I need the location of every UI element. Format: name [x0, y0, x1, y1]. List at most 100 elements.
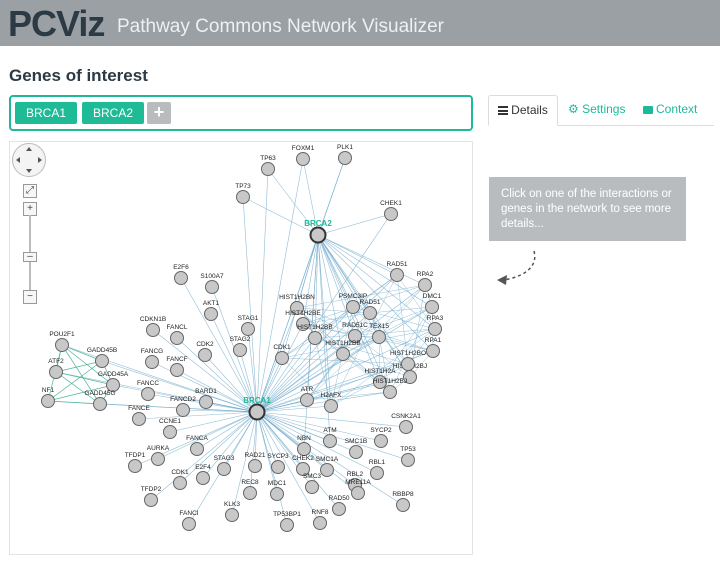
- gene-node[interactable]: [217, 462, 231, 476]
- interaction-edge[interactable]: [317, 234, 434, 352]
- interaction-edge[interactable]: [396, 274, 436, 330]
- interaction-edge[interactable]: [378, 336, 381, 383]
- gene-node[interactable]: [372, 330, 386, 344]
- interaction-edge[interactable]: [256, 411, 382, 442]
- interaction-edge[interactable]: [281, 357, 409, 365]
- interaction-edge[interactable]: [55, 360, 103, 373]
- interaction-edge[interactable]: [281, 234, 319, 359]
- interaction-edge[interactable]: [256, 391, 391, 413]
- gene-node[interactable]: [173, 476, 187, 490]
- interaction-edge[interactable]: [179, 411, 258, 484]
- tab-context[interactable]: Context: [643, 95, 713, 124]
- gene-node[interactable]: [396, 498, 410, 512]
- gene-node[interactable]: [349, 445, 363, 459]
- interaction-edge[interactable]: [256, 353, 344, 413]
- gene-node[interactable]: [145, 355, 159, 369]
- gene-node[interactable]: [363, 306, 377, 320]
- interaction-edge[interactable]: [317, 234, 411, 378]
- gene-node[interactable]: [401, 357, 415, 371]
- interaction-edge[interactable]: [169, 411, 258, 433]
- gene-node[interactable]: [196, 471, 210, 485]
- gene-tag-brca2[interactable]: BRCA2: [82, 102, 144, 124]
- interaction-edge[interactable]: [47, 384, 114, 402]
- interaction-edge[interactable]: [296, 307, 356, 337]
- gene-node[interactable]: [309, 226, 327, 244]
- gene-node[interactable]: [308, 331, 322, 345]
- interaction-edge[interactable]: [176, 369, 258, 413]
- gene-node[interactable]: [141, 387, 155, 401]
- interaction-edge[interactable]: [249, 411, 258, 494]
- interaction-edge[interactable]: [389, 306, 433, 393]
- interaction-edge[interactable]: [55, 371, 114, 386]
- interaction-edge[interactable]: [256, 411, 357, 453]
- gene-node[interactable]: [248, 459, 262, 473]
- gene-node[interactable]: [233, 343, 247, 357]
- interaction-edge[interactable]: [296, 307, 434, 352]
- gene-node[interactable]: [128, 459, 142, 473]
- interaction-edge[interactable]: [55, 371, 101, 405]
- gene-node[interactable]: [320, 463, 334, 477]
- interaction-edge[interactable]: [317, 213, 392, 236]
- interaction-edge[interactable]: [317, 234, 426, 286]
- gene-node[interactable]: [93, 397, 107, 411]
- gene-node[interactable]: [174, 271, 188, 285]
- gene-node[interactable]: [351, 486, 365, 500]
- gene-node[interactable]: [163, 425, 177, 439]
- interaction-edge[interactable]: [256, 411, 340, 510]
- gene-node[interactable]: [198, 348, 212, 362]
- interaction-edge[interactable]: [182, 409, 258, 413]
- interaction-edge[interactable]: [342, 353, 411, 378]
- interaction-edge[interactable]: [256, 399, 308, 413]
- gene-node[interactable]: [399, 420, 413, 434]
- interaction-edge[interactable]: [61, 344, 114, 386]
- interaction-edge[interactable]: [202, 411, 258, 479]
- gene-node[interactable]: [428, 322, 442, 336]
- gene-node[interactable]: [305, 480, 319, 494]
- interaction-edge[interactable]: [101, 360, 258, 413]
- interaction-edge[interactable]: [256, 323, 304, 413]
- interaction-edge[interactable]: [330, 363, 409, 407]
- interaction-edge[interactable]: [256, 158, 304, 413]
- interaction-edge[interactable]: [314, 337, 409, 365]
- gene-node[interactable]: [170, 331, 184, 345]
- interaction-edge[interactable]: [317, 157, 346, 236]
- gene-node[interactable]: [373, 375, 387, 389]
- gene-node[interactable]: [323, 434, 337, 448]
- interaction-edge[interactable]: [256, 274, 398, 413]
- interaction-edge[interactable]: [302, 323, 356, 337]
- interaction-edge[interactable]: [256, 411, 279, 468]
- gene-node[interactable]: [338, 151, 352, 165]
- interaction-edge[interactable]: [205, 401, 258, 413]
- interaction-edge[interactable]: [317, 234, 380, 338]
- interaction-edge[interactable]: [196, 411, 258, 450]
- interaction-edge[interactable]: [254, 411, 258, 467]
- gene-node[interactable]: [176, 403, 190, 417]
- gene-node[interactable]: [241, 322, 255, 336]
- interaction-edge[interactable]: [256, 411, 407, 428]
- interaction-edge[interactable]: [378, 284, 426, 338]
- gene-node[interactable]: [271, 460, 285, 474]
- interaction-edge[interactable]: [204, 354, 258, 413]
- interaction-edge[interactable]: [256, 337, 316, 413]
- interaction-edge[interactable]: [61, 344, 101, 405]
- pan-control[interactable]: [12, 143, 46, 177]
- interaction-edge[interactable]: [354, 306, 433, 337]
- gene-node[interactable]: [95, 354, 109, 368]
- interaction-edge[interactable]: [369, 306, 433, 314]
- gene-node[interactable]: [390, 268, 404, 282]
- interaction-edge[interactable]: [247, 328, 258, 413]
- interaction-edge[interactable]: [152, 329, 258, 413]
- gene-node[interactable]: [348, 329, 362, 343]
- gene-node[interactable]: [270, 487, 284, 501]
- interaction-edge[interactable]: [407, 328, 436, 365]
- gene-node[interactable]: [190, 442, 204, 456]
- interaction-edge[interactable]: [267, 168, 319, 236]
- interaction-edge[interactable]: [281, 357, 332, 407]
- interaction-edge[interactable]: [256, 411, 404, 506]
- interaction-edge[interactable]: [306, 353, 344, 401]
- gene-node[interactable]: [261, 162, 275, 176]
- interaction-edge[interactable]: [317, 234, 356, 337]
- gene-node[interactable]: [132, 412, 146, 426]
- gene-node[interactable]: [204, 307, 218, 321]
